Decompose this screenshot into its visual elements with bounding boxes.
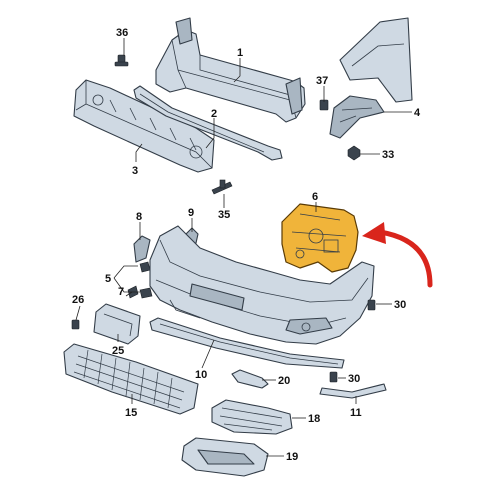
part-15-lower-grille <box>63 343 199 415</box>
callout-19: 19 <box>286 451 298 463</box>
callout-3: 3 <box>132 165 138 177</box>
part-1-bumper-reinforcement <box>155 17 306 123</box>
callout-30-upper: 30 <box>394 299 406 311</box>
part-30-screw-upper <box>367 299 376 311</box>
bumper-cover <box>149 225 375 345</box>
callout-35: 35 <box>218 209 230 221</box>
callout-15: 15 <box>125 407 137 419</box>
part-26-screw <box>71 319 80 330</box>
callout-11: 11 <box>350 407 362 419</box>
callout-5: 5 <box>105 273 111 285</box>
part-35-clip <box>211 179 233 195</box>
callout-4: 4 <box>414 107 421 119</box>
callout-30-lower: 30 <box>348 373 360 385</box>
part-6-bumper-bracket <box>281 203 359 273</box>
part-20-trim-strip <box>231 369 269 389</box>
callout-7: 7 <box>118 286 124 298</box>
part-18-fog-lamp-grille <box>211 399 293 435</box>
callout-1: 1 <box>237 47 243 59</box>
callout-18: 18 <box>308 413 320 425</box>
callout-33: 33 <box>382 149 394 161</box>
callout-9: 9 <box>188 207 194 219</box>
callout-6: 6 <box>312 191 318 203</box>
callout-20: 20 <box>278 375 290 387</box>
red-arrow-indicator <box>362 222 433 288</box>
part-30-screw-lower <box>329 371 338 383</box>
part-33-nut <box>347 145 361 161</box>
callout-36: 36 <box>116 27 128 39</box>
part-5-clips <box>139 261 153 299</box>
part-10-lower-spoiler <box>149 317 345 369</box>
part-3-energy-absorber <box>73 79 215 173</box>
leader-lines <box>75 38 412 457</box>
part-19-fog-lamp-trim <box>181 437 269 477</box>
part-25-license-plate-holder <box>93 303 141 345</box>
part-8-bracket <box>133 235 151 263</box>
callout-37: 37 <box>316 75 328 87</box>
callout-25: 25 <box>112 345 124 357</box>
callout-26: 26 <box>72 294 84 306</box>
part-36-screw <box>114 54 129 67</box>
callout-10: 10 <box>195 369 207 381</box>
callout-labels: 1 2 3 4 5 6 7 8 9 10 11 15 18 19 20 25 2… <box>72 27 421 463</box>
part-11-side-strip <box>319 383 387 399</box>
part-2-upper-bar <box>133 85 283 161</box>
part-4-fender-bracket <box>329 17 413 139</box>
callout-8: 8 <box>136 211 142 223</box>
callout-2: 2 <box>211 108 217 120</box>
